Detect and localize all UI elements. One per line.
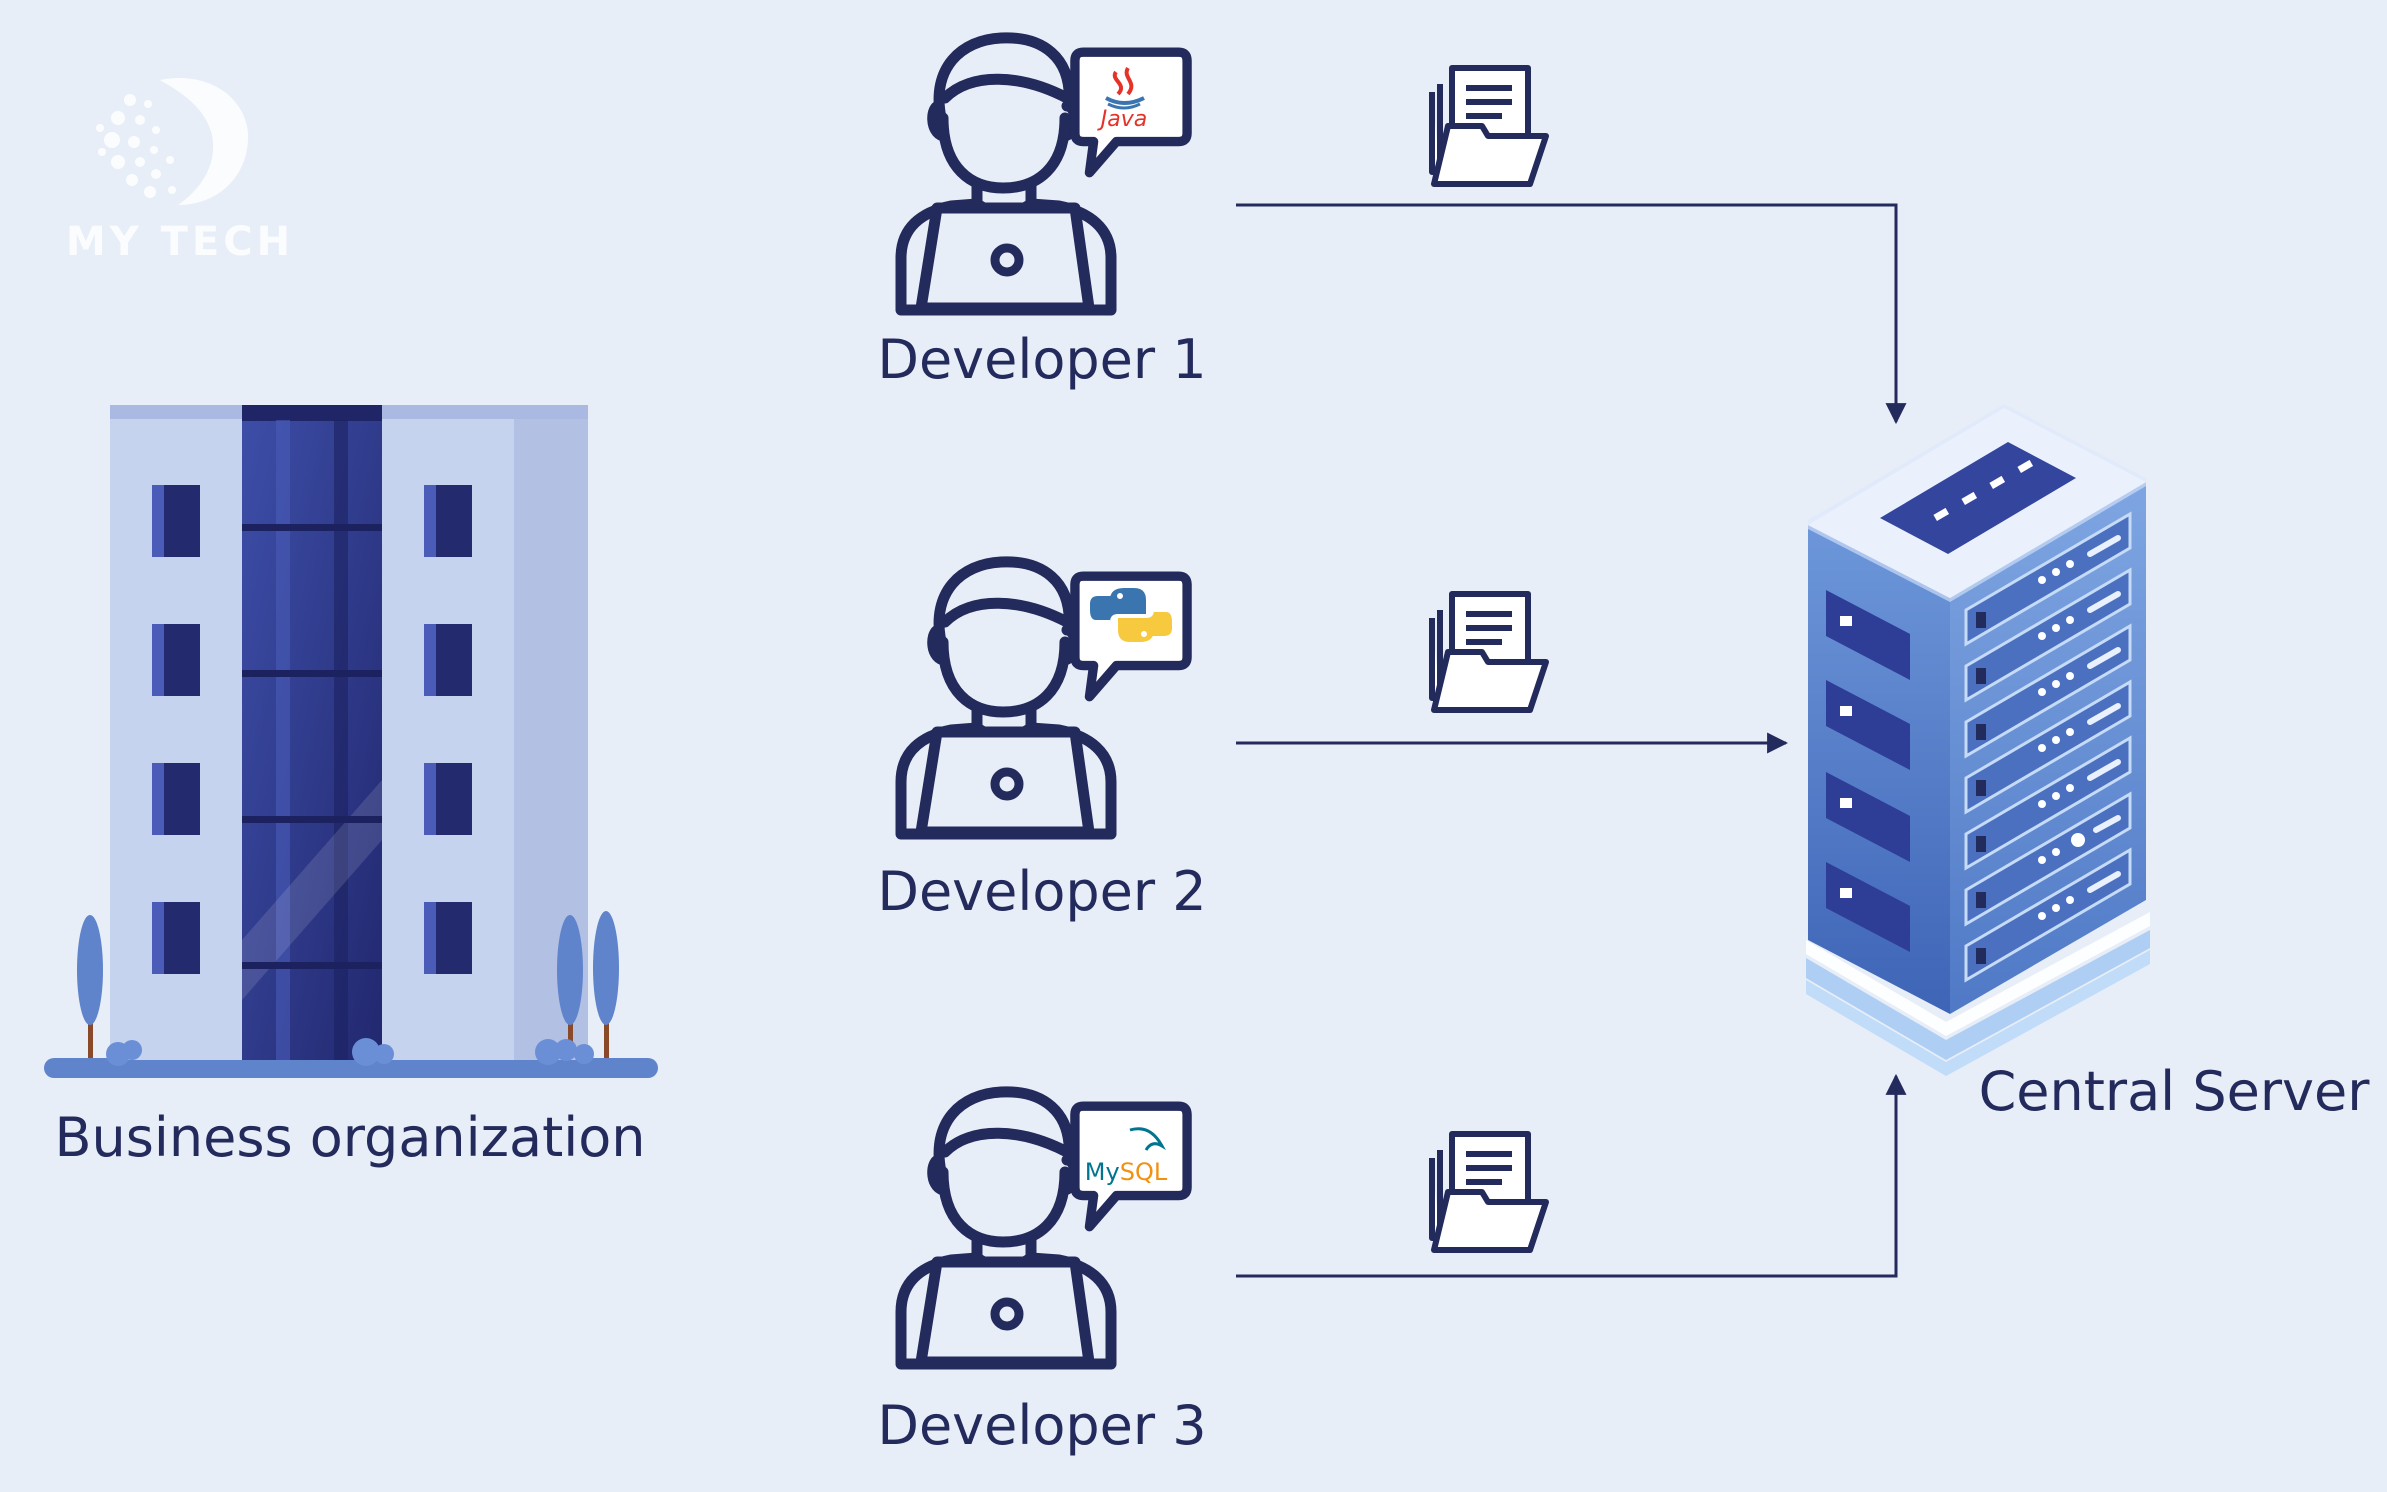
java-logo-icon: Java [1097,66,1147,132]
developer-1-label: Developer 1 [877,328,1206,391]
mysql-speech-bubble: MySQL [1075,1106,1187,1226]
document-folder-icon [1432,1134,1546,1250]
developer-3: MySQL Developer 3 [877,1092,1207,1457]
organization-label: Business organization [54,1106,645,1169]
developer-2: Developer 2 [877,562,1207,923]
mysql-text-sql: SQL [1120,1158,1168,1186]
connector-developer-1-to-server [1236,203,1907,425]
developer-1: Java Developer 1 [877,38,1207,391]
server-rack-icon [1806,404,2150,1076]
java-text: Java [1097,107,1147,132]
connector-developer-3-to-server [1236,1073,1907,1278]
mysql-text: MySQL [1085,1158,1168,1186]
server-label: Central Server [1979,1060,2371,1123]
document-folder-icon [1432,68,1546,184]
python-logo-icon [1090,588,1172,642]
python-speech-bubble [1075,576,1187,696]
mysql-text-my: My [1085,1158,1120,1186]
mysql-logo-icon: MySQL [1085,1127,1168,1186]
logo-text: MY TECH [66,219,294,265]
java-speech-bubble: Java [1075,52,1187,172]
document-folder-icon [1432,594,1546,710]
office-building-icon [44,405,658,1078]
logo-mark-icon [96,78,249,205]
developer-3-label: Developer 3 [877,1394,1206,1457]
brand-logo: MY TECH [66,78,294,265]
developer-2-label: Developer 2 [877,860,1206,923]
